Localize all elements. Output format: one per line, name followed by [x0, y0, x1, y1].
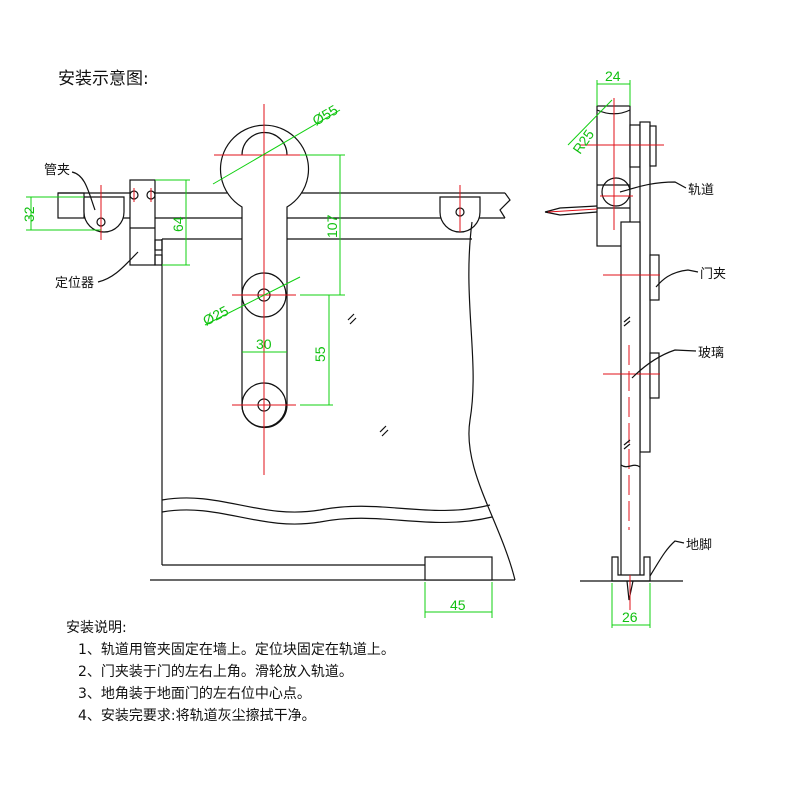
- locator-block: [129, 179, 163, 266]
- dim-r25: R25: [569, 126, 597, 156]
- side-view: 24 R25 26 轨道 门夹 玻璃 地脚: [544, 68, 726, 628]
- dim-dia25: Ø25: [200, 302, 231, 328]
- roller-hanger: [214, 104, 314, 475]
- label-door-clamp: 门夹: [700, 267, 726, 282]
- dim-64: 64: [170, 216, 186, 232]
- pipe-clamp-right: [439, 185, 481, 233]
- label-floor-guide: 地脚: [686, 537, 712, 553]
- instruction-item: 3、地角装于地面门的左右位中心点。: [78, 686, 311, 702]
- dim-dia55: Ø55: [310, 101, 341, 128]
- label-pipe-clamp: 管夹: [44, 163, 70, 178]
- instruction-item: 2、门夹装于门的左右上角。滑轮放入轨道。: [78, 663, 353, 680]
- glass-door: [161, 221, 516, 581]
- instructions-heading: 安装说明:: [66, 620, 127, 636]
- dim-30: 30: [256, 336, 272, 352]
- diagram-title: 安装示意图:: [58, 69, 149, 89]
- dim-24: 24: [605, 68, 621, 84]
- dim-55: 55: [312, 346, 328, 362]
- installation-instructions: 安装说明: 1、轨道用管夹固定在墙上。定位块固定在轨道上。 2、门夹装于门的左右…: [66, 620, 395, 724]
- label-track: 轨道: [688, 183, 714, 198]
- label-locator: 定位器: [55, 276, 94, 291]
- front-view: 32 64 107 55 30 Ø55 Ø25 45 管夹 定位器: [21, 101, 516, 618]
- dim-32: 32: [21, 206, 37, 222]
- instruction-item: 4、安装完要求:将轨道灰尘擦拭干净。: [78, 707, 316, 724]
- dim-45: 45: [450, 597, 466, 613]
- floor-guide: [424, 556, 493, 581]
- dim-107: 107: [324, 214, 340, 238]
- label-glass: 玻璃: [698, 346, 724, 361]
- dim-26: 26: [622, 609, 638, 625]
- instruction-item: 1、轨道用管夹固定在墙上。定位块固定在轨道上。: [78, 642, 395, 658]
